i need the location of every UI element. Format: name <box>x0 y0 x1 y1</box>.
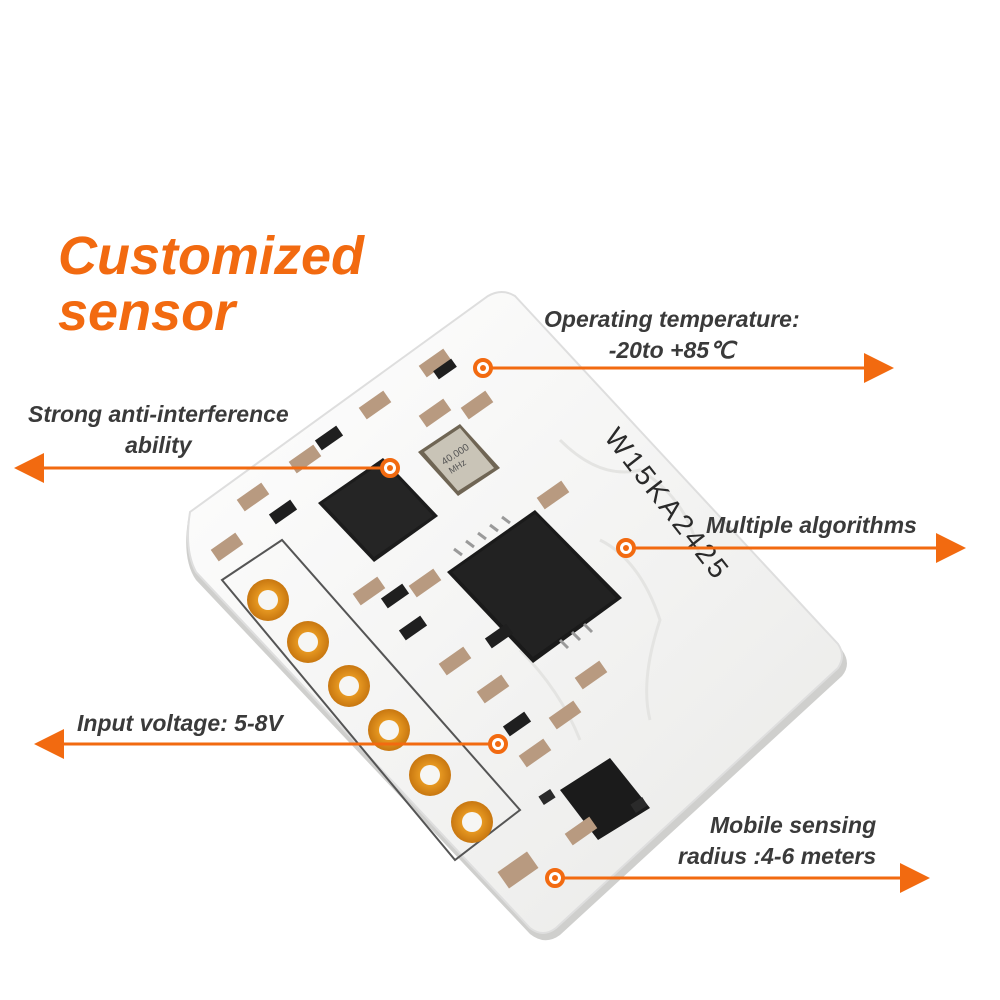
callout-anti-interference: Strong anti-interference ability <box>28 399 289 461</box>
sensor-chip <box>318 458 438 562</box>
headline: Customized sensor <box>58 228 364 340</box>
callout-anti-interference-line-1: Strong anti-interference <box>28 401 289 427</box>
callout-anti-interference-line-2: ability <box>125 432 192 458</box>
callout-algorithms-line-1: Multiple algorithms <box>706 512 917 538</box>
callout-lines <box>13 353 966 893</box>
voltage-regulator <box>538 758 650 840</box>
callout-temperature-line-1: Operating temperature: <box>544 306 800 332</box>
smd-components <box>210 348 608 889</box>
microcontroller-chip <box>447 510 622 663</box>
headline-line-2: sensor <box>58 282 236 342</box>
callout-radius: Mobile sensing radius :4-6 meters <box>678 810 876 872</box>
callout-temperature-line-2: -20to +85℃ <box>608 337 735 363</box>
callout-radius-line-2: radius :4-6 meters <box>678 843 877 869</box>
pin-header-outline <box>220 538 522 862</box>
headline-line-1: Customized <box>58 226 365 286</box>
crystal-oscillator: 40.000 MHz <box>418 424 500 496</box>
callout-algorithms: Multiple algorithms <box>706 510 917 541</box>
callout-voltage-line-1: Input voltage: 5-8V <box>77 710 283 736</box>
callout-voltage: Input voltage: 5-8V <box>77 708 283 739</box>
callout-radius-line-1: Mobile sensing <box>710 812 877 838</box>
callout-temperature: Operating temperature: -20to +85℃ <box>544 304 800 366</box>
pin-pads <box>247 579 493 843</box>
